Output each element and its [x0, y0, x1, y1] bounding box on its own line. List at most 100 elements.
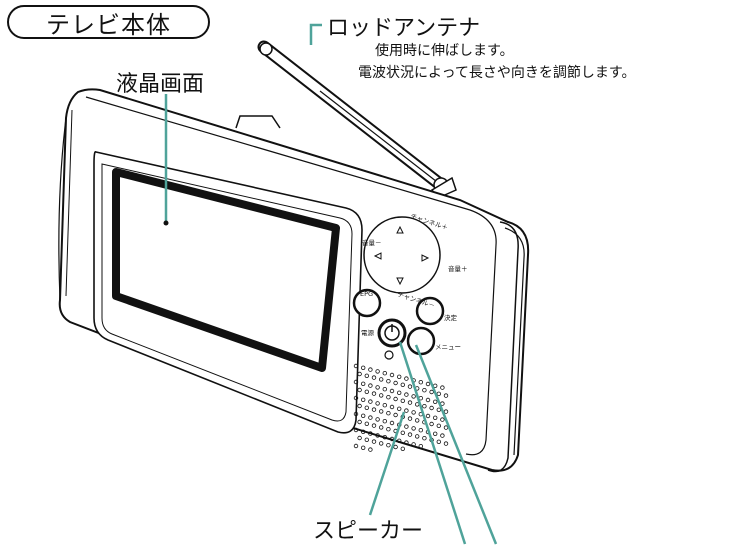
speaker-hole [422, 436, 427, 441]
speaker-hole [411, 410, 416, 415]
speaker-hole [443, 425, 449, 430]
label-volume-down: 音量－ [362, 238, 382, 247]
speaker-hole [379, 409, 384, 414]
speaker-hole [436, 407, 441, 412]
speaker-hole [400, 430, 405, 435]
speaker-hole [382, 419, 387, 424]
speaker-hole [433, 431, 438, 436]
speaker-hole [443, 441, 449, 446]
diagram-title-text: テレビ本体 [46, 10, 171, 39]
speaker-hole [400, 446, 405, 451]
speaker-hole [375, 433, 380, 438]
speaker-hole [357, 371, 362, 377]
speaker-hole [357, 435, 362, 441]
speaker-hole [361, 445, 366, 450]
speaker-hole [371, 423, 377, 428]
speaker-hole [371, 407, 377, 412]
speaker-hole [404, 392, 409, 397]
speaker-hole [361, 429, 366, 434]
speaker-hole [357, 419, 362, 425]
label-epg: EPG [360, 290, 373, 298]
speaker-hole [393, 412, 398, 418]
callout-speaker: スピーカー [313, 519, 424, 544]
leader-lines [164, 23, 498, 545]
speaker-hole [393, 444, 398, 450]
speaker-hole [433, 399, 438, 404]
speaker-hole [418, 428, 423, 433]
speaker-hole [404, 376, 409, 381]
round-buttons [352, 288, 445, 360]
speaker-hole [389, 420, 395, 426]
speaker-hole [433, 415, 438, 420]
speaker-hole [407, 432, 413, 437]
speaker-hole [368, 383, 373, 388]
speaker-hole [382, 403, 387, 408]
speaker-hole [357, 403, 362, 409]
speaker-hole [397, 406, 402, 411]
speaker-hole [425, 397, 431, 403]
callout-antenna-note-2: 電波状況によって長さや向きを調節します。 [358, 65, 636, 81]
speaker-hole [353, 379, 359, 385]
speaker-hole [407, 400, 413, 405]
label-power: 電源 [361, 328, 375, 337]
speaker-hole [440, 417, 445, 422]
callout-antenna: ロッドアンテナ [327, 16, 481, 41]
speaker-hole [436, 423, 441, 428]
speaker-hole [361, 381, 366, 386]
speaker-hole [364, 373, 369, 378]
speaker-hole [361, 365, 366, 370]
speaker-hole [407, 416, 413, 421]
speaker-hole [357, 387, 362, 393]
speaker-hole [371, 439, 377, 444]
label-enter: 決定 [444, 313, 458, 322]
speaker-hole [397, 438, 402, 443]
speaker-hole [415, 434, 420, 439]
speaker-hole [368, 431, 373, 436]
speaker-hole [353, 411, 359, 417]
speaker-hole [379, 441, 384, 446]
speaker-hole [361, 413, 366, 418]
speaker-hole [397, 390, 402, 395]
antenna-rod [257, 40, 457, 199]
speaker-hole [375, 417, 380, 422]
speaker-hole [429, 389, 434, 395]
speaker-hole [371, 391, 377, 396]
label-menu: メニュー [435, 343, 461, 351]
speaker-hole [389, 372, 395, 378]
callout-screen: 液晶画面 [116, 72, 205, 97]
speaker-hole [361, 397, 366, 402]
speaker-hole [368, 367, 373, 372]
back-stand [235, 115, 281, 129]
speaker-hole [379, 377, 384, 382]
speaker-hole [393, 380, 398, 386]
speaker-hole [353, 395, 359, 401]
speaker-grille [353, 363, 449, 452]
speaker-hole [353, 443, 359, 449]
speaker-hole [386, 379, 391, 384]
speaker-hole [440, 433, 445, 438]
speaker-hole [418, 444, 423, 449]
speaker-hole [422, 404, 427, 409]
speaker-hole [368, 415, 373, 420]
speaker-hole [443, 393, 449, 398]
speaker-hole [400, 382, 405, 387]
speaker-hole [375, 369, 380, 374]
speaker-hole [364, 389, 369, 394]
speaker-hole [436, 439, 441, 444]
speaker-hole [386, 427, 391, 432]
speaker-hole [425, 381, 431, 387]
speaker-hole [371, 375, 377, 380]
speaker-hole [353, 363, 359, 369]
speaker-hole [429, 405, 434, 411]
callout-antenna-note-1: 使用時に伸ばします。 [375, 43, 514, 59]
speaker-hole [443, 409, 449, 414]
speaker-hole [397, 374, 402, 379]
speaker-hole [379, 425, 384, 430]
screen-frame [93, 150, 363, 434]
speaker-hole [411, 394, 416, 399]
speaker-hole [364, 405, 369, 410]
speaker-hole [368, 447, 373, 452]
speaker-hole [422, 388, 427, 393]
